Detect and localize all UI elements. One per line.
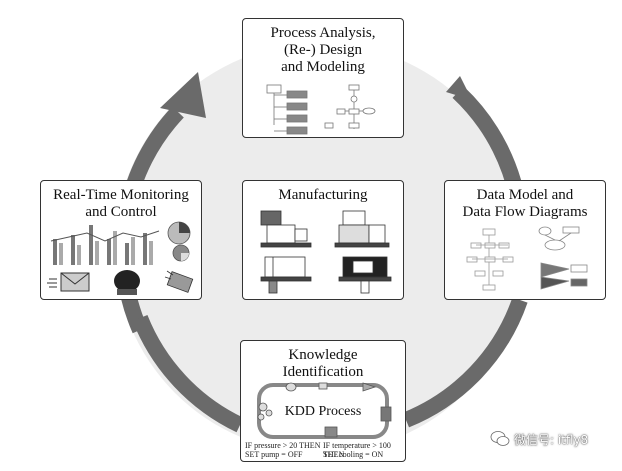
monitoring-illustration bbox=[47, 221, 194, 295]
arrow-tail-top-right bbox=[446, 76, 472, 100]
beacon-icon bbox=[114, 270, 140, 295]
rule-left-line-1: IF pressure > 20 THEN bbox=[245, 441, 321, 450]
real-time-box: Real-Time Monitoring and Control bbox=[40, 180, 202, 300]
machine-top-left bbox=[260, 210, 312, 248]
process-node-b bbox=[286, 102, 308, 111]
real-time-title-line-1: Real-Time Monitoring bbox=[53, 187, 189, 203]
process-analysis-title-line-3: and Modeling bbox=[281, 59, 365, 75]
flow-node-bottom bbox=[348, 122, 360, 129]
kdd-illustration bbox=[257, 382, 392, 439]
cellphone-icon bbox=[164, 270, 194, 293]
process-analysis-title-line-1: Process Analysis, bbox=[270, 25, 376, 41]
manufacturing-box: Manufacturing bbox=[242, 180, 404, 300]
process-node-a bbox=[286, 90, 308, 99]
data-flow-chart bbox=[538, 226, 588, 290]
watermark: 微信号: itfly8 bbox=[490, 428, 615, 450]
pie-chart-icon bbox=[167, 221, 191, 262]
patterns-icon bbox=[380, 406, 392, 422]
flow-node-left bbox=[336, 108, 346, 115]
process-model-illustration bbox=[266, 84, 376, 135]
transform-icon bbox=[362, 382, 377, 392]
manufacturing-title: Manufacturing bbox=[278, 187, 368, 203]
rule-left-line-2: SET pump = OFF bbox=[245, 450, 303, 459]
knowledge-box: Knowledge Identification KDD Process IF … bbox=[240, 340, 406, 462]
machine-bottom-left bbox=[260, 256, 312, 294]
rule-right-line-1: IF temperature > 100 THEN bbox=[323, 441, 391, 459]
watermark-text: 微信号: itfly8 bbox=[514, 432, 589, 447]
process-analysis-box: Process Analysis, (Re-) Design and Model… bbox=[242, 18, 404, 138]
kdd-process-label: KDD Process bbox=[284, 404, 362, 419]
flow-node-circle bbox=[350, 95, 358, 103]
process-node-root bbox=[266, 84, 282, 94]
machines-illustration bbox=[260, 210, 392, 294]
mining-icon bbox=[324, 426, 338, 438]
database-icon bbox=[285, 382, 297, 392]
data-model-chart bbox=[466, 228, 514, 291]
real-time-title-line-2: and Control bbox=[85, 204, 157, 220]
flow-node-far-left bbox=[324, 122, 334, 129]
data-flow-illustration bbox=[466, 226, 588, 291]
knowledge-icon bbox=[258, 402, 268, 412]
knowledge-title-line-2: Identification bbox=[282, 364, 364, 380]
rule-right-line-2: SET cooling = ON bbox=[323, 450, 384, 459]
arc-left-lower bbox=[132, 314, 244, 433]
knowledge-title-line-1: Knowledge bbox=[288, 347, 358, 363]
data-model-title-line-1: Data Model and bbox=[476, 187, 574, 203]
arc-right-lower bbox=[402, 297, 528, 428]
process-analysis-title-line-2: (Re-) Design bbox=[284, 42, 362, 58]
selection-icon bbox=[318, 382, 328, 390]
arrowhead-top-left bbox=[160, 72, 206, 118]
process-node-d bbox=[286, 126, 308, 135]
data-model-box: Data Model and Data Flow Diagrams bbox=[444, 180, 606, 300]
flow-node-right bbox=[362, 107, 376, 115]
process-node-c bbox=[286, 114, 308, 123]
flow-node-mid bbox=[348, 108, 360, 115]
monitoring-bar-chart bbox=[50, 225, 160, 265]
wechat-icon bbox=[490, 431, 510, 446]
machine-top-right bbox=[334, 210, 390, 248]
machine-bottom-right bbox=[338, 256, 392, 294]
envelope-icon bbox=[47, 272, 90, 292]
data-model-title-line-2: Data Flow Diagrams bbox=[462, 204, 588, 220]
flow-node-top bbox=[348, 84, 360, 91]
